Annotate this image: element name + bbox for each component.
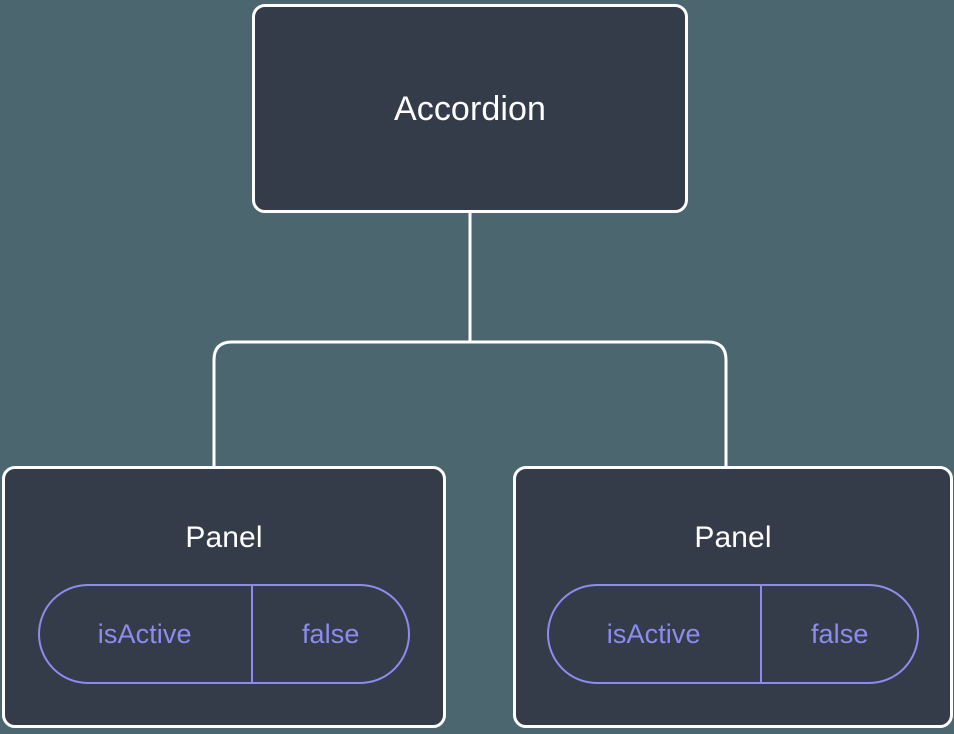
node-panel-1-title: Panel [185,521,263,554]
node-panel-1[interactable]: Panel isActive false [2,466,446,728]
edge-to-panel-right [470,340,728,468]
state-key-panel-1: isActive [40,586,254,682]
node-panel-2[interactable]: Panel isActive false [513,466,953,728]
node-panel-2-title: Panel [694,521,772,554]
state-value-panel-2: false [810,618,869,649]
node-accordion[interactable]: Accordion [252,4,688,213]
node-accordion-title: Accordion [393,89,547,128]
state-badge-panel-2[interactable]: isActive false [547,584,919,684]
edge-to-panel-left [212,340,470,468]
state-key-panel-2: isActive [549,586,763,682]
state-value-panel-1: false [301,618,360,649]
state-badge-panel-1[interactable]: isActive false [38,584,410,684]
